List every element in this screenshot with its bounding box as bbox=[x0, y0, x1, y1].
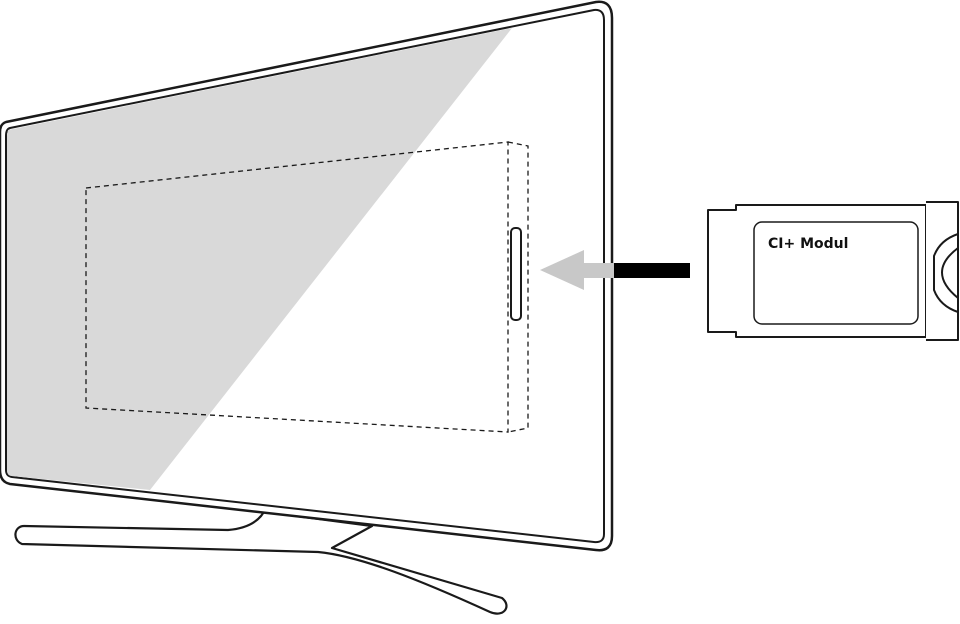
module-label: CI+ Modul bbox=[768, 236, 848, 252]
rear-panel-outline bbox=[85, 141, 529, 433]
screen-glare bbox=[7, 28, 512, 490]
tv-stand bbox=[14, 500, 508, 615]
ci-module-card: CI+ Modul bbox=[707, 201, 959, 341]
ci-slot-icon bbox=[510, 227, 522, 321]
arrow-left-icon bbox=[540, 250, 690, 290]
